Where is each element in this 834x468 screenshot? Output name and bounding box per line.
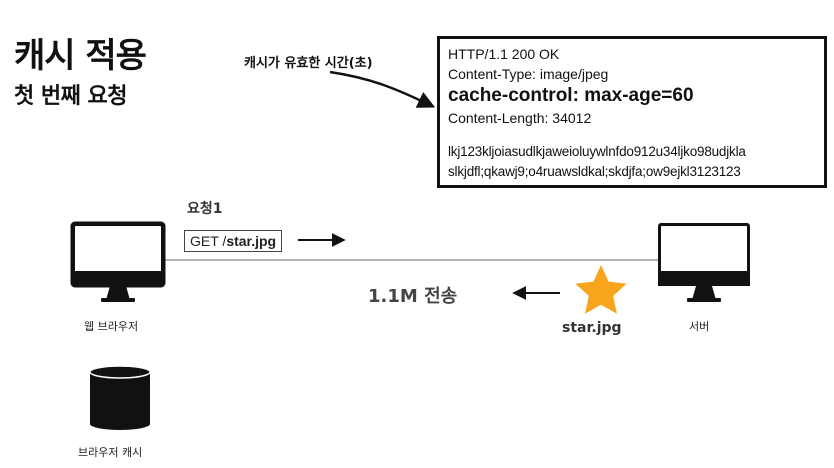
content-type-header: Content-Type: image/jpeg [448, 66, 609, 82]
browser-cache-label: 브라우저 캐시 [78, 446, 143, 459]
page-subtitle: 첫 번째 요청 [14, 84, 128, 109]
page-title: 캐시 적용 [14, 36, 147, 76]
get-request-box: GET /star.jpg [184, 230, 283, 252]
body-line-2: slkjdfl;qkawj9;o4ruawsldkal;skdjfa;ow9ej… [448, 164, 741, 179]
body-line-1: lkj123kljoiasudlkjaweioluywlnfdo912u34lj… [448, 144, 746, 159]
transfer-size-label: 1.1M 전송 [368, 286, 458, 307]
database-icon [89, 365, 151, 430]
status-line: HTTP/1.1 200 OK [448, 46, 560, 62]
browser-label: 웹 브라우저 [84, 320, 139, 333]
star-icon [575, 265, 627, 314]
request-method: GET / [190, 233, 227, 249]
star-file-label: star.jpg [562, 320, 622, 336]
cache-note-arrow [329, 70, 436, 108]
cache-control-header: cache-control: max-age=60 [448, 85, 694, 106]
browser-monitor-icon [70, 221, 166, 302]
server-label: 서버 [689, 320, 710, 333]
content-length-header: Content-Length: 34012 [448, 110, 592, 126]
request-label: 요청1 [187, 201, 223, 217]
http-response-box: HTTP/1.1 200 OK Content-Type: image/jpeg… [437, 36, 827, 188]
server-monitor-icon [658, 223, 750, 302]
cache-duration-note: 캐시가 유효한 시간(초) [244, 56, 373, 71]
request-path: star.jpg [226, 233, 277, 249]
